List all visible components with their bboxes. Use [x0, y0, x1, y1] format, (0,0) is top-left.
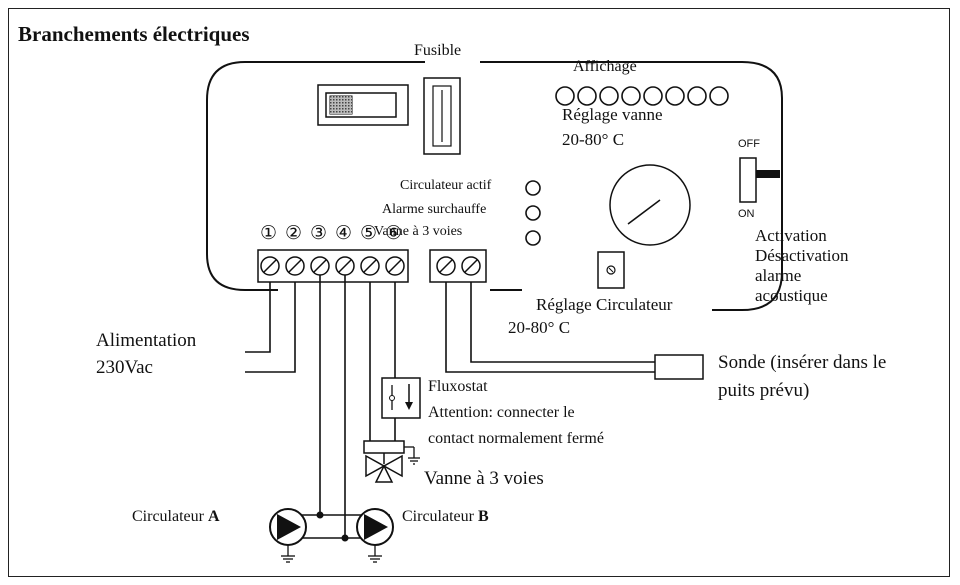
alarm-label-line3: alarme — [755, 266, 802, 285]
valve-dial — [609, 164, 691, 246]
off-label: OFF — [738, 138, 760, 150]
flow-switch-symbol — [381, 377, 421, 419]
led-circulator-label: Circulateur actif — [400, 178, 492, 193]
terminal-block-1-6 — [257, 249, 409, 283]
status-leds — [525, 180, 541, 246]
terminal-block-probe — [429, 249, 487, 283]
probe-label-line2: puits prévu) — [718, 380, 810, 401]
flow-warning-line1: Attention: connecter le — [428, 404, 575, 421]
terminal-number-3: ③ — [310, 223, 328, 244]
circulator-potentiometer — [597, 251, 625, 289]
power-label-line2: 230Vac — [96, 357, 153, 378]
fuse-label: Fusible — [414, 42, 462, 59]
circulator-setting-label: Réglage Circulateur — [536, 295, 673, 314]
flow-switch-label: Fluxostat — [428, 378, 488, 395]
alarm-label-line1: Activation — [755, 226, 827, 245]
terminal-number-2: ② — [285, 223, 303, 244]
probe-sensor — [654, 354, 704, 380]
terminal-number-5: ⑤ — [360, 223, 378, 244]
probe-label-line1: Sonde (insérer dans le — [718, 352, 887, 373]
led-valve-label: Vanne à 3 voies — [374, 224, 463, 239]
probe-wires — [445, 282, 655, 373]
flow-warning-line2: contact normalement fermé — [428, 430, 604, 447]
three-way-valve-label: Vanne à 3 voies — [424, 468, 544, 489]
fuse-symbol — [423, 77, 461, 155]
on-label: ON — [738, 208, 755, 220]
power-wires — [245, 282, 296, 373]
valve-wires — [369, 282, 400, 446]
power-label-line1: Alimentation — [96, 330, 197, 351]
terminal-number-6: ⑥ — [385, 223, 403, 244]
terminal-number-1: ① — [260, 223, 278, 244]
circulator-a-pump — [269, 508, 307, 563]
terminal-number-4: ④ — [335, 223, 353, 244]
three-way-valve-symbol — [363, 440, 420, 483]
valve-setting-label: Réglage vanne — [562, 105, 663, 124]
diagram-frame — [8, 8, 950, 577]
display-label: Affichage — [573, 58, 637, 75]
circulator-a-label: Circulateur A — [132, 508, 220, 525]
circulator-b-label: Circulateur B — [402, 508, 489, 525]
diagram-title: Branchements électriques — [18, 22, 250, 46]
control-unit-housing — [206, 61, 783, 311]
circulator-range-label: 20-80° C — [508, 318, 571, 337]
rocker-switch — [317, 84, 409, 126]
alarm-label-line2: Désactivation — [755, 246, 849, 265]
valve-range-label: 20-80° C — [562, 130, 625, 149]
led-overheat-label: Alarme surchauffe — [382, 202, 487, 217]
display-leds — [555, 86, 729, 106]
circulator-b-pump — [356, 508, 394, 563]
alarm-label-line4: acoustique — [755, 286, 828, 305]
alarm-toggle-switch — [739, 157, 780, 203]
circulator-wires — [299, 275, 390, 539]
